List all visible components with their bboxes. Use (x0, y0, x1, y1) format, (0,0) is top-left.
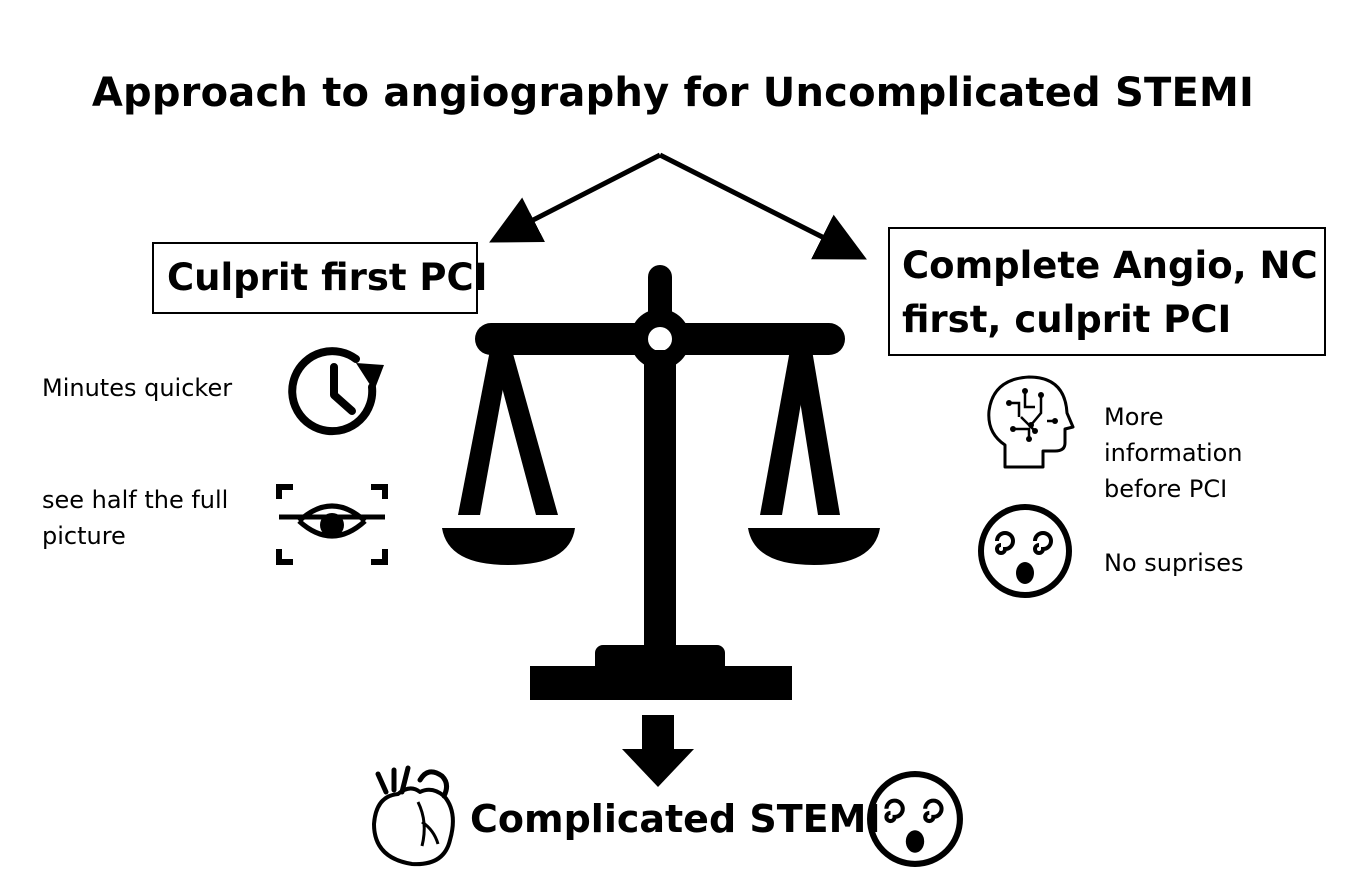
more-information-text: More information before PCI (1104, 403, 1243, 503)
no-surprises-text: No suprises (1104, 549, 1244, 577)
scale-icon (442, 265, 880, 700)
dizzy-face-icon (978, 504, 1072, 598)
brain-circuit-icon (987, 375, 1075, 469)
clock-refresh-icon (288, 347, 384, 436)
arrow-right (658, 152, 867, 260)
complete-angio-box: Complete Angio, NC first, culprit PCI (888, 227, 1326, 356)
dizzy-face-icon (867, 771, 963, 867)
minutes-quicker-text: Minutes quicker (42, 374, 233, 402)
down-arrow-icon (622, 715, 694, 787)
eye-scan-icon (276, 484, 388, 565)
arrow-left (489, 152, 662, 243)
heart-icon (372, 765, 455, 867)
diagram-title: Approach to angiography for Uncomplicate… (91, 70, 1255, 116)
culprit-first-box: Culprit first PCI (152, 242, 487, 314)
complete-angio-label: Complete Angio, NC first, culprit PCI (902, 244, 1318, 341)
culprit-first-label: Culprit first PCI (167, 256, 488, 299)
complicated-stemi-label: Complicated STEMI (470, 797, 881, 841)
half-picture-text: see half the full picture (42, 486, 229, 550)
